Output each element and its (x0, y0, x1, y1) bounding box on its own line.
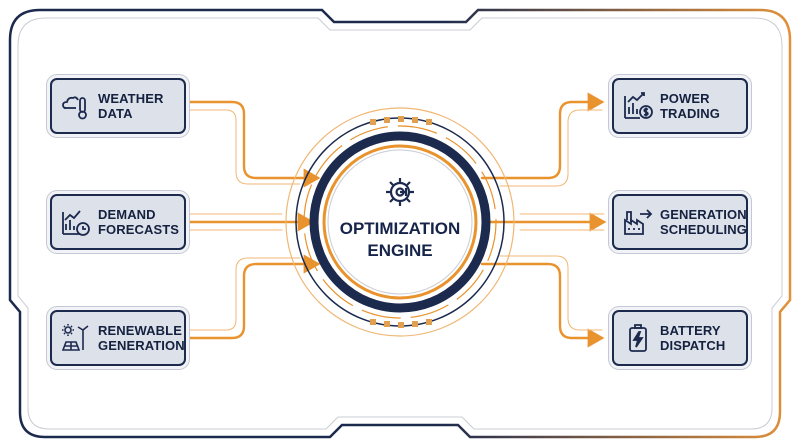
solar-wind-icon (61, 324, 89, 351)
node-label: WEATHER DATA (98, 91, 164, 121)
factory-arrow-icon (624, 209, 653, 235)
node-label: DEMAND FORECASTS (98, 207, 180, 237)
engine-label: OPTIMIZATION ENGINE (339, 219, 461, 260)
flow-weather-main (188, 100, 321, 188)
node-renewable-generation: RENEWABLE GENERATION (50, 310, 186, 366)
flow-weather-echo (189, 109, 301, 185)
node-label: GENERATION SCHEDULING (660, 207, 747, 237)
flow-dispatch-echo (499, 255, 603, 331)
node-power-trading: POWER TRADING (612, 78, 748, 134)
node-label: POWER TRADING (660, 91, 720, 121)
outer-frame (8, 8, 792, 439)
chart-clock-icon (62, 210, 90, 236)
node-weather-data: WEATHER DATA (50, 78, 186, 134)
node-label: BATTERY DISPATCH (660, 323, 726, 353)
flow-renewable-echo (189, 257, 301, 331)
node-generation-scheduling: GENERATION SCHEDULING (612, 194, 748, 250)
gear-circuit-icon (386, 178, 414, 206)
chart-dollar-icon (624, 92, 653, 119)
engine-rings (285, 107, 515, 337)
node-demand-forecasts: DEMAND FORECASTS (50, 194, 186, 250)
battery-bolt-icon (629, 324, 647, 352)
engine-ticks (370, 116, 432, 328)
flow-trading-echo (499, 109, 603, 187)
weather-thermometer-icon (62, 96, 87, 120)
flow-dispatch-main (480, 262, 605, 348)
node-label: RENEWABLE GENERATION (98, 323, 185, 353)
node-battery-dispatch: BATTERY DISPATCH (612, 310, 748, 366)
inner-frame (17, 17, 783, 430)
flow-trading-main (480, 92, 605, 180)
flow-renewable-main (188, 254, 321, 340)
